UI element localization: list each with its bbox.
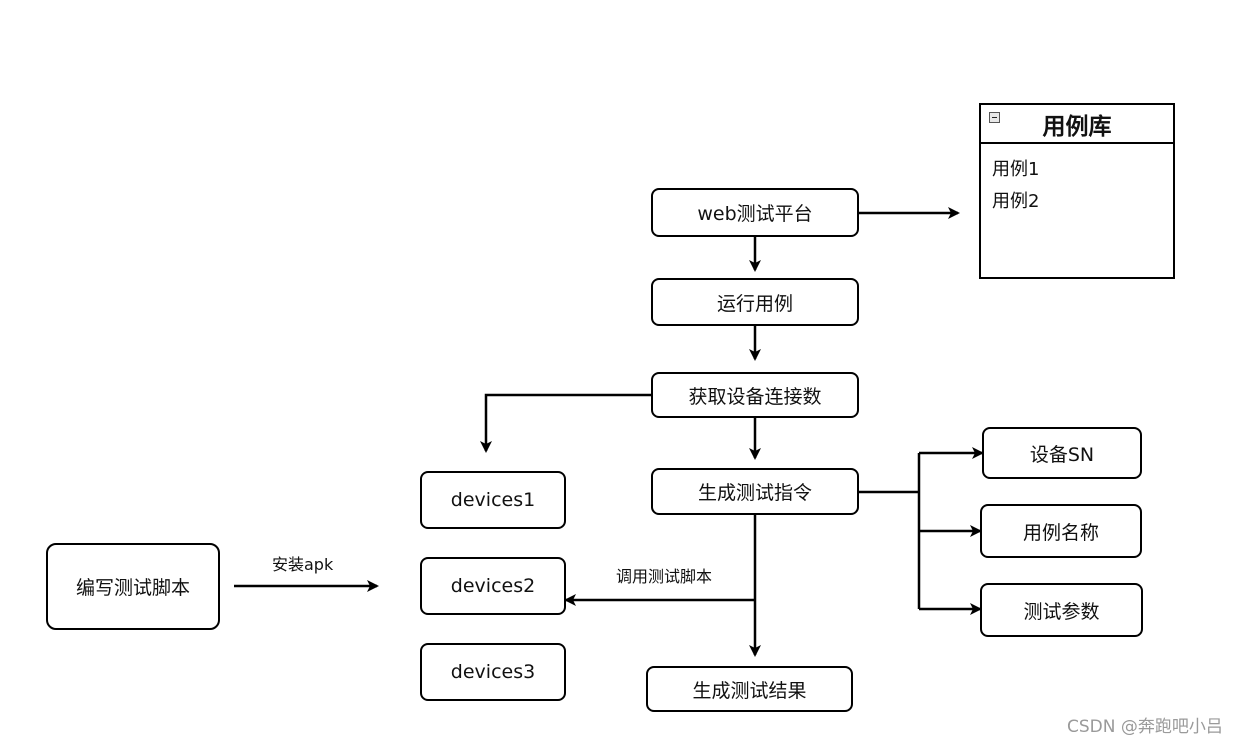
node-get-device-count[interactable]: 获取设备连接数 (651, 372, 859, 418)
case-library-header: 用例库 (981, 105, 1173, 144)
node-web-platform[interactable]: web测试平台 (651, 188, 859, 237)
watermark: CSDN @奔跑吧小吕 (1067, 717, 1223, 737)
node-param-sn[interactable]: 设备SN (982, 427, 1142, 479)
node-device-2[interactable]: devices2 (420, 557, 566, 615)
edge-count-to-devices (480, 393, 652, 453)
node-gen-command[interactable]: 生成测试指令 (651, 468, 859, 515)
edge-label-call-script: 调用测试脚本 (616, 567, 713, 586)
node-write-script[interactable]: 编写测试脚本 (46, 543, 220, 630)
node-param-test-params[interactable]: 测试参数 (980, 583, 1143, 637)
case-library-item[interactable]: 用例1 (992, 159, 1040, 180)
case-library-title: 用例库 (1042, 113, 1112, 140)
minus-square-icon[interactable] (989, 112, 1000, 123)
node-run-case[interactable]: 运行用例 (651, 278, 859, 326)
node-device-3[interactable]: devices3 (420, 643, 566, 701)
case-library-panel: 用例库 用例1 用例2 (979, 103, 1175, 279)
case-library-item[interactable]: 用例2 (992, 191, 1040, 212)
node-param-case-name[interactable]: 用例名称 (980, 504, 1142, 558)
case-library-list: 用例1 用例2 (981, 144, 1173, 218)
edge-label-install-apk: 安装apk (272, 555, 334, 574)
node-device-1[interactable]: devices1 (420, 471, 566, 529)
node-gen-result[interactable]: 生成测试结果 (646, 666, 853, 712)
